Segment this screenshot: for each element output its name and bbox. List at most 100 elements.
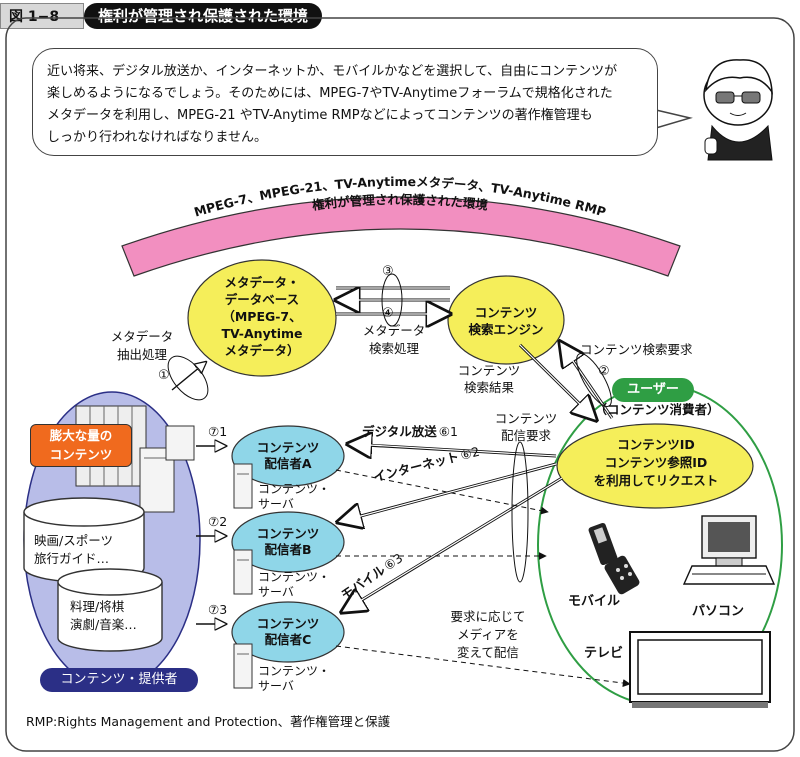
distributor-c-node — [231, 601, 345, 663]
metadata-db-line: データベース — [224, 292, 300, 307]
metadata-extract-line: メタデータ — [110, 329, 174, 344]
pc-icon — [682, 515, 776, 585]
user-subtitle: （コンテンツ消費者） — [594, 402, 720, 417]
device-pc-label: パソコン — [692, 604, 745, 619]
large-content-line: コンテンツ — [49, 447, 113, 462]
server-label-line: サーバ — [258, 497, 294, 511]
bubble-tail — [655, 109, 693, 130]
footnote: RMP:Rights Management and Protection、著作権… — [26, 714, 391, 729]
database-1-line: 映画/スポーツ — [34, 533, 113, 548]
database-1-label: 映画/スポーツ 旅行ガイド… — [34, 532, 113, 568]
distributor-c-label: コンテンツ 配信者C — [242, 616, 334, 648]
adapt-media-line: メディアを — [457, 627, 519, 642]
distributor-c-line: 配信者C — [264, 632, 312, 647]
metadata-db-line: （MPEG-7、 — [222, 309, 302, 324]
database-2-line: 料理/将棋 — [70, 599, 125, 614]
marker-7-1: ⑦1 — [208, 424, 228, 439]
server-label-line: サーバ — [258, 585, 294, 599]
server-c-label: コンテンツ・ サーバ — [258, 664, 330, 694]
server-icon-c — [233, 643, 253, 689]
metadata-search-label: メタデータ 検索処理 — [346, 322, 442, 358]
adapt-media-line: 変えて配信 — [457, 645, 519, 660]
search-request-label: コンテンツ検索要求 — [580, 342, 693, 357]
device-tv-label: テレビ — [584, 646, 624, 661]
distributor-a-line: 配信者A — [264, 456, 312, 471]
marker-3: ③ — [382, 264, 394, 279]
large-content-line: 膨大な量の — [49, 428, 113, 443]
marker-2: ② — [598, 364, 610, 379]
metadata-db-line: メタデータ・ — [224, 275, 300, 290]
delivery-request-line: コンテンツ — [494, 411, 558, 426]
search-result-label: コンテンツ 検索結果 — [446, 362, 532, 396]
arc-text-line2: 権利が管理され保護された環境 — [311, 192, 489, 213]
server-b-label: コンテンツ・ サーバ — [258, 570, 330, 600]
adapt-media-line: 要求に応じて — [450, 609, 526, 624]
user-badge: ユーザー — [612, 378, 694, 402]
search-result-line: 検索結果 — [463, 380, 514, 395]
distributor-b-node — [231, 511, 345, 573]
server-label-line: コンテンツ・ — [258, 664, 331, 678]
outer-frame — [5, 17, 795, 752]
server-label-line: サーバ — [258, 679, 294, 693]
database-icon-1 — [23, 497, 145, 583]
distributor-c-line: コンテンツ — [256, 616, 320, 631]
search-engine-label: コンテンツ 検索エンジン — [452, 304, 560, 338]
metadata-extract-label: メタデータ 抽出処理 — [94, 328, 190, 364]
user-request-label: コンテンツID コンテンツ参照ID を利用してリクエスト — [566, 436, 746, 490]
database-2-line: 演劇/音楽… — [70, 617, 137, 632]
metadata-db-line: TV-Anytime — [221, 326, 303, 341]
speech-line: メタデータを利用し、MPEG-21 やTV-Anytime RMPなどによってコ… — [47, 108, 593, 123]
speech-bubble: 近い将来、デジタル放送か、インターネットか、モバイルかなどを選択して、自由にコン… — [32, 48, 658, 156]
distributor-a-node — [231, 425, 345, 487]
rights-arc-band — [121, 196, 681, 277]
search-engine-line: コンテンツ — [474, 305, 538, 320]
metadata-db-label: メタデータ・ データベース （MPEG-7、 TV-Anytime メタデータ） — [196, 274, 328, 359]
mobile-phone-icon — [588, 522, 640, 595]
adapt-media-label: 要求に応じて メディアを 変えて配信 — [440, 608, 536, 662]
search-result-line: コンテンツ — [457, 363, 521, 378]
user-request-line: を利用してリクエスト — [593, 473, 719, 488]
server-icon-b — [233, 549, 253, 595]
marker-7-3: ⑦3 — [208, 602, 228, 617]
digital-broadcast-text: デジタル放送 — [362, 424, 437, 439]
metadata-extract-line: 抽出処理 — [116, 347, 167, 362]
distributor-a-line: コンテンツ — [256, 440, 320, 455]
server-icon-a — [233, 463, 253, 509]
database-2-label: 料理/将棋 演劇/音楽… — [70, 598, 137, 634]
user-request-line: コンテンツID — [617, 437, 695, 452]
user-request-line: コンテンツ参照ID — [604, 455, 708, 470]
metadata-search-line: メタデータ — [362, 323, 426, 338]
large-content-badge: 膨大な量の コンテンツ — [30, 424, 132, 467]
figure-label: 図 1−8 — [0, 3, 84, 29]
metadata-search-line: 検索処理 — [368, 341, 419, 356]
server-label-line: コンテンツ・ — [258, 482, 331, 496]
provider-badge: コンテンツ・提供者 — [40, 668, 198, 692]
distributor-b-line: コンテンツ — [256, 526, 320, 541]
server-label-line: コンテンツ・ — [258, 570, 331, 584]
device-mobile-label: モバイル — [568, 594, 621, 609]
marker-4: ④ — [382, 306, 394, 321]
metadata-db-line: メタデータ） — [224, 343, 300, 358]
speech-line: しっかり行われなければなりません。 — [47, 130, 267, 145]
delivery-request-line: 配信要求 — [500, 428, 551, 443]
delivery-request-label: コンテンツ 配信要求 — [486, 410, 566, 444]
distributor-b-line: 配信者B — [264, 542, 312, 557]
database-icon-2 — [57, 568, 163, 652]
user-request-node — [556, 423, 754, 509]
tv-icon — [629, 631, 771, 708]
dashed-delivery-a — [335, 469, 549, 515]
database-1-line: 旅行ガイド… — [34, 551, 110, 566]
marker-1: ① — [158, 368, 170, 383]
search-engine-line: 検索エンジン — [468, 322, 544, 337]
server-a-label: コンテンツ・ サーバ — [258, 482, 330, 512]
figure-title: 権利が管理され保護された環境 — [84, 3, 323, 29]
marker-6-1: ⑥1 — [438, 424, 458, 439]
speech-line: 楽しめるようになるでしょう。そのためには、MPEG-7やTV-Anytimeフォ… — [47, 86, 613, 101]
metadata-db-node — [187, 259, 337, 377]
presenter-icon — [703, 59, 773, 161]
speech-line: 近い将来、デジタル放送か、インターネットか、モバイルかなどを選択して、自由にコン… — [47, 64, 618, 79]
dashed-delivery-c — [335, 645, 631, 688]
